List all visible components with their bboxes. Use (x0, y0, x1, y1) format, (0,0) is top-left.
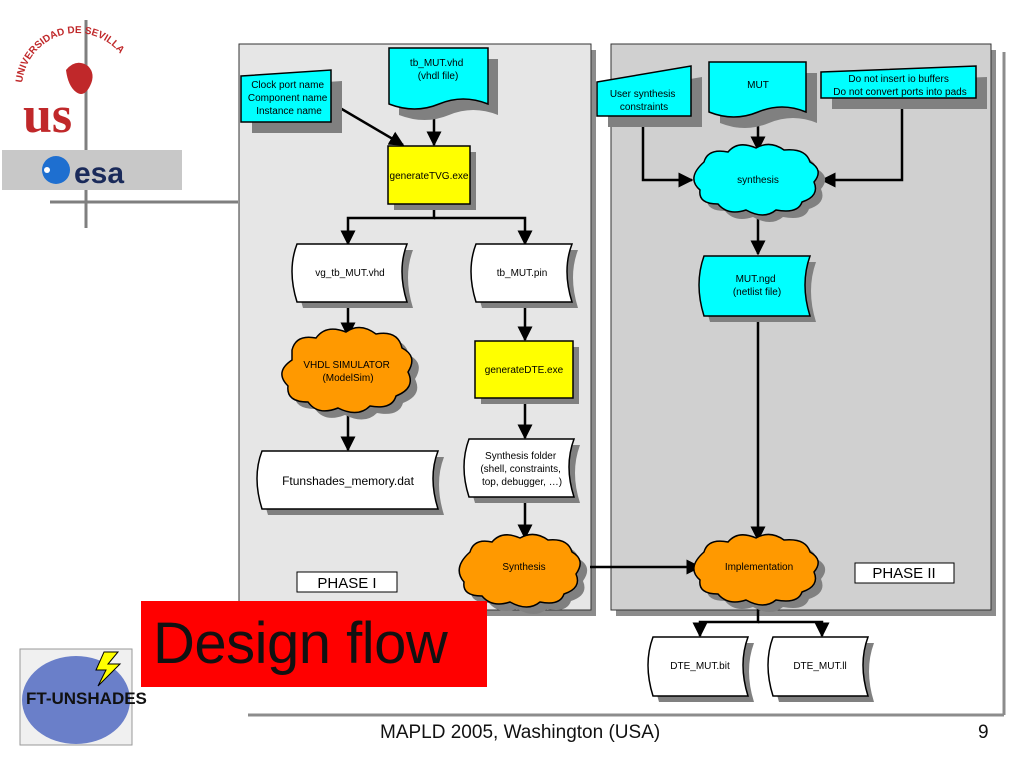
slide-title: Design flow (153, 611, 448, 676)
tb-mut-pin-node: tb_MUT.pin (470, 243, 578, 308)
svg-text:MUT: MUT (747, 80, 769, 91)
phase2-panel (610, 43, 996, 616)
connectors (322, 96, 904, 638)
esa-logo: esa (2, 150, 182, 190)
esa-wordmark: esa (74, 157, 124, 190)
implementation-cloud: Implementation (693, 533, 826, 612)
dte-mut-bit-node: DTE_MUT.bit (647, 636, 754, 702)
esa-circle-icon (42, 156, 70, 184)
svg-text:vg_tb_MUT.vhd: vg_tb_MUT.vhd (315, 268, 384, 279)
svg-text:generateDTE.exe: generateDTE.exe (485, 365, 564, 376)
svg-text:Synthesis: Synthesis (502, 562, 545, 573)
mut-node: MUT (708, 61, 817, 128)
tb-mut-vhd-node: tb_MUT.vhd (vhdl file) (388, 47, 498, 120)
synthesis-folder-text: Synthesis folder (shell, constraints, to… (480, 451, 563, 488)
do-not-insert-node: Do not insert io buffers Do not convert … (820, 65, 987, 109)
lightning-icon (95, 651, 122, 687)
university-letters: us (23, 87, 72, 144)
mut-ngd-text: MUT.ngd (netlist file) (733, 274, 781, 298)
user-constraints-node: User synthesis constraints (596, 65, 702, 127)
clock-port-node: Clock port name Component name Instance … (240, 69, 342, 133)
svg-text:Implementation: Implementation (725, 562, 793, 573)
page-number: 9 (978, 722, 989, 743)
svg-text:generateTVG.exe: generateTVG.exe (390, 171, 469, 182)
generate-dte-node: generateDTE.exe (474, 340, 579, 404)
ftunshades-memory-node: Ftunshades_memory.dat (256, 450, 444, 515)
svg-text:DTE_MUT.bit: DTE_MUT.bit (670, 661, 730, 672)
title-box (141, 601, 487, 687)
griffin-icon (66, 62, 93, 94)
footer-text: MAPLD 2005, Washington (USA) (380, 722, 661, 743)
svg-text:synthesis: synthesis (737, 175, 779, 186)
slide-decor-lines (50, 20, 1006, 717)
synthesis-folder-node: Synthesis folder (shell, constraints, to… (463, 438, 580, 503)
vhdl-simulator-text: VHDL SIMULATOR (ModelSim) (303, 360, 392, 384)
mut-ngd-node: MUT.ngd (netlist file) (698, 255, 816, 322)
svg-text:DTE_MUT.ll: DTE_MUT.ll (793, 661, 846, 672)
svg-text:PHASE II: PHASE II (872, 565, 935, 582)
ft-unshades-logo: FT-UNSHADES (19, 648, 147, 746)
do-not-insert-text: Do not insert io buffers Do not convert … (833, 74, 966, 98)
svg-text:PHASE I: PHASE I (317, 575, 376, 592)
tb-mut-vhd-text: tb_MUT.vhd (vhdl file) (410, 58, 466, 82)
user-constraints-text: User synthesis constraints (610, 89, 678, 113)
svg-text:tb_MUT.pin: tb_MUT.pin (497, 268, 548, 279)
vhdl-simulator-cloud: VHDL SIMULATOR (ModelSim) (281, 326, 419, 420)
svg-text:Ftunshades_memory.dat: Ftunshades_memory.dat (282, 474, 415, 488)
synthesis-left-cloud: Synthesis (458, 533, 588, 614)
phase1-panel (238, 43, 596, 616)
university-logo: UNIVERSIDAD DE SEVILLA us (14, 25, 126, 144)
ft-unshades-wordmark: FT-UNSHADES (26, 689, 147, 708)
generate-tvg-node: generateTVG.exe (387, 145, 476, 210)
synthesis-right-cloud: synthesis (693, 143, 826, 222)
phase1-label: PHASE I (296, 571, 398, 593)
dte-mut-ll-node: DTE_MUT.ll (767, 636, 874, 702)
clock-port-text: Clock port name Component name Instance … (248, 80, 330, 117)
vg-tb-mut-node: vg_tb_MUT.vhd (291, 243, 413, 308)
phase2-label: PHASE II (854, 562, 955, 584)
